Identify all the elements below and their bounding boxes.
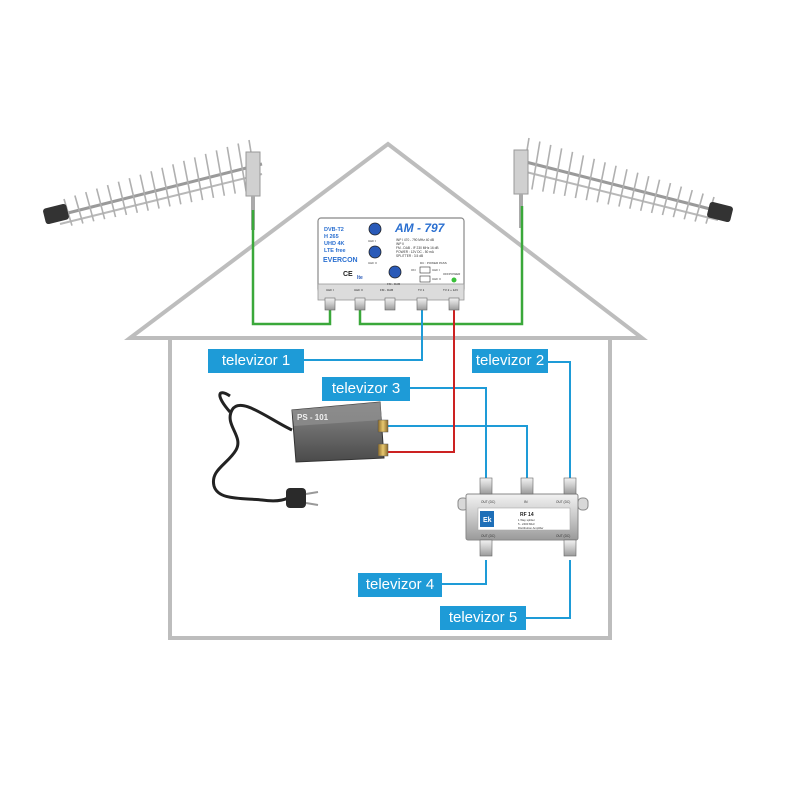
splitter-desc-3: Distribution Amplifier	[518, 526, 544, 530]
port-label-fm-dab: FM - DAB	[380, 288, 393, 292]
dc-switch-uhf1[interactable]	[419, 266, 431, 274]
antenna-right	[513, 137, 733, 228]
cable-antenna-right	[358, 206, 524, 326]
amplifier-spec-5: SPLITTER : 3.5 dB	[396, 254, 423, 258]
splitter-port-out-1	[479, 477, 493, 495]
cable-tv1	[300, 310, 423, 361]
cable-tv3	[410, 387, 487, 482]
cable-antenna-left	[251, 210, 332, 326]
ce-mark: CE	[343, 271, 353, 278]
knob-label-uhf2: UHF II	[368, 261, 377, 265]
splitter-port-out-2	[563, 477, 577, 495]
antenna-left	[43, 139, 263, 230]
gain-knob-uhf2[interactable]	[368, 245, 382, 259]
amplifier-spec-3: FM - DAB - IF 230 MHz 16 dB	[396, 246, 439, 250]
cable-tv5	[524, 560, 571, 619]
label-tv1: televizor 1	[208, 349, 304, 373]
amplifier-spec-1: INP I 470 - 790 MHz 40 dB	[396, 238, 434, 242]
cable-power	[388, 310, 455, 453]
gain-knob-uhf1[interactable]	[368, 222, 382, 236]
amplifier-port-5	[448, 297, 460, 311]
amplifier-feature-4: LTE free	[324, 248, 346, 254]
gain-knob-fm-dab[interactable]	[388, 265, 402, 279]
power-supply-model: PS - 101	[297, 413, 329, 422]
power-plug	[286, 488, 306, 508]
splitter-label-plate	[477, 507, 571, 531]
tv-cables	[300, 310, 571, 619]
switch-label-uhf1: UHF I	[432, 268, 440, 272]
house-walls	[168, 338, 612, 640]
amplifier-port-2	[354, 297, 366, 311]
amplifier-model: AM - 797	[394, 221, 446, 235]
power-cord	[211, 403, 293, 503]
splitter-model: RF 14	[520, 512, 534, 518]
amplifier-brand: EVERCON	[323, 257, 358, 264]
splitter-desc-1: 1 Way splitter	[518, 518, 535, 522]
splitter-in-label: IN	[524, 500, 528, 504]
dc-switch-uhf2[interactable]	[419, 275, 431, 283]
amplifier-feature-1: DVB-T2	[324, 227, 344, 233]
psu-port-in	[377, 419, 389, 433]
psu-port-out	[377, 443, 389, 457]
power-label: POWER	[449, 272, 461, 276]
splitter-port-in	[520, 477, 534, 495]
switch-label-on: ON	[411, 268, 416, 272]
amplifier-spec-4: POWER : 12V DC - 50 mA	[396, 250, 435, 254]
power-led	[451, 277, 457, 283]
house-outline	[124, 141, 648, 640]
splitter-out-label-2: OUT (DC)	[556, 500, 570, 504]
amplifier-port-3	[384, 297, 396, 311]
label-tv5: televizor 5	[440, 606, 526, 630]
port-label-tv1: TV 1	[418, 288, 425, 292]
cable-in-splitter	[388, 425, 528, 478]
splitter-out-label-4: OUT (DC)	[556, 534, 570, 538]
power-supply: PS - 101	[211, 391, 389, 508]
splitter-port-out-3	[479, 539, 493, 557]
amplifier-spec-2: INP II	[396, 242, 404, 246]
cable-tv2	[548, 361, 571, 478]
amplifier-port-4	[416, 297, 428, 311]
label-tv3: televizor 3	[322, 377, 410, 401]
label-tv2: televizor 2	[472, 349, 548, 373]
splitter-port-out-4	[563, 539, 577, 557]
amplifier-port-1	[324, 297, 336, 311]
port-label-uhf2: UHF II	[354, 288, 363, 292]
switch-label-off: OFF	[443, 272, 449, 276]
port-label-uhf1: UHF I	[326, 288, 334, 292]
amplifier-feature-2: H 265	[324, 234, 339, 240]
lte-mark: lte	[357, 275, 363, 281]
splitter-brand: Ek	[483, 517, 492, 524]
amplifier-feature-3: UHD 4K	[324, 241, 345, 247]
splitter: Ek RF 14 1 Way splitter 5 - 2400 MHz Dis…	[457, 477, 589, 557]
amplifier-dc-label: DC : POWER PASS	[420, 261, 447, 265]
splitter-desc-2: 5 - 2400 MHz	[518, 522, 535, 526]
label-tv4: televizor 4	[358, 573, 442, 597]
amplifier: AM - 797 DVB-T2 H 265 UHD 4K LTE free EV…	[317, 217, 465, 311]
port-label-tv2: TV 2 + 12V	[443, 288, 458, 292]
splitter-out-label-1: OUT (DC)	[481, 500, 495, 504]
house-roof	[124, 141, 648, 340]
splitter-out-label-3: OUT (DC)	[481, 534, 495, 538]
cable-tv4	[440, 560, 487, 585]
antenna-cables	[251, 206, 524, 326]
switch-label-uhf2: UHF II	[432, 277, 441, 281]
splitter-brand-logo	[480, 511, 494, 527]
knob-label-fm-dab: FM - DAB	[387, 282, 400, 286]
knob-label-uhf1: UHF I	[368, 239, 376, 243]
